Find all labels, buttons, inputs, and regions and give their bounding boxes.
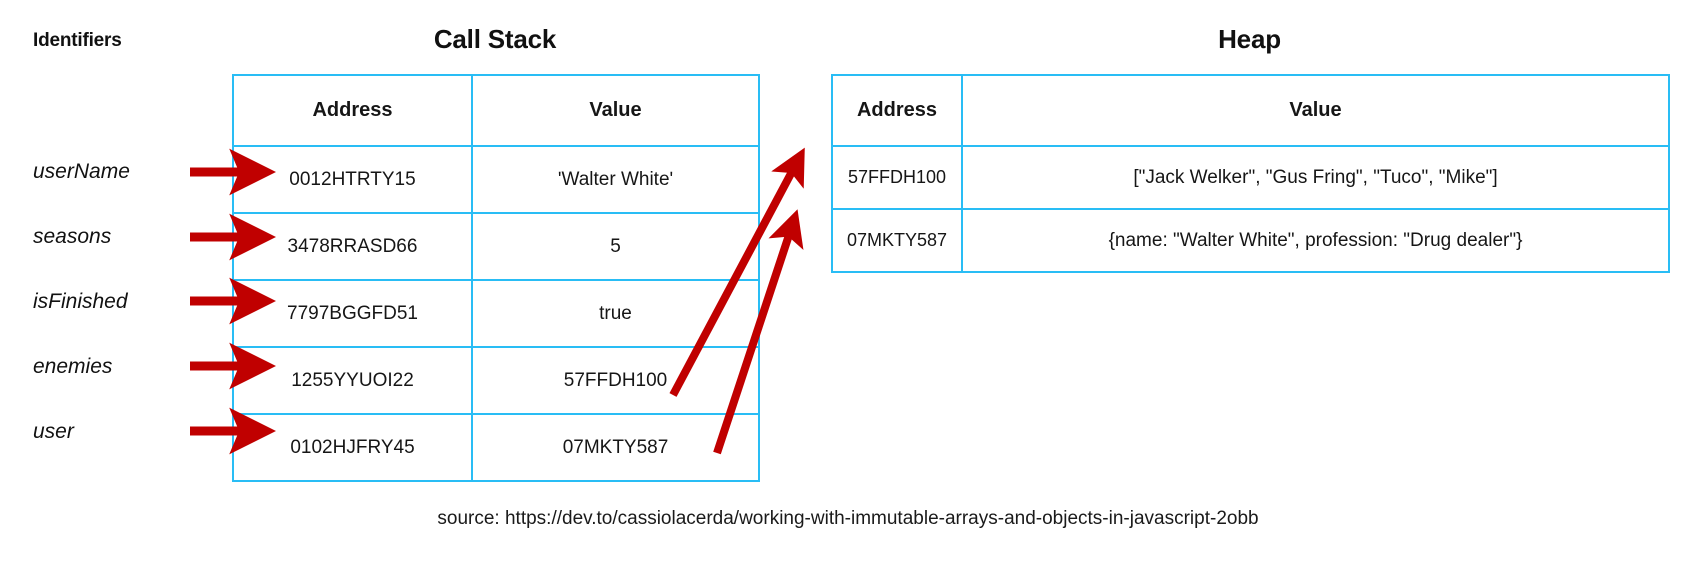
cell-address: 7797BGGFD51: [232, 279, 473, 348]
cell-address: 57FFDH100: [831, 145, 963, 210]
identifier-label-user: user: [33, 420, 74, 443]
table-row: 1255YYUOI22 57FFDH100: [232, 346, 760, 415]
table-header-row: Address Value: [831, 74, 1670, 147]
identifier-label-username: userName: [33, 160, 130, 183]
cell-value: {name: "Walter White", profession: "Drug…: [961, 208, 1670, 273]
identifier-label-seasons: seasons: [33, 225, 112, 248]
cell-address: 1255YYUOI22: [232, 346, 473, 415]
column-header-address: Address: [232, 74, 473, 147]
table-row: 07MKTY587 {name: "Walter White", profess…: [831, 208, 1670, 273]
cell-value: 57FFDH100: [471, 346, 760, 415]
identifier-label-enemies: enemies: [33, 355, 113, 378]
cell-address: 07MKTY587: [831, 208, 963, 273]
table-row: 0102HJFRY45 07MKTY587: [232, 413, 760, 482]
column-header-value: Value: [471, 74, 760, 147]
heap-heading: Heap: [1218, 24, 1281, 54]
cell-value: true: [471, 279, 760, 348]
cell-value: ʹWalter Whiteʹ: [471, 145, 760, 214]
table-header-row: Address Value: [232, 74, 760, 147]
cell-address: 0102HJFRY45: [232, 413, 473, 482]
table-row: 0012HTRTY15 ʹWalter Whiteʹ: [232, 145, 760, 214]
table-row: 3478RRASD66 5: [232, 212, 760, 281]
table-row: 7797BGGFD51 true: [232, 279, 760, 348]
cell-value: 07MKTY587: [471, 413, 760, 482]
call-stack-table: Address Value 0012HTRTY15 ʹWalter Whiteʹ…: [232, 74, 760, 482]
identifier-label-isfinished: isFinished: [33, 290, 128, 313]
column-header-value: Value: [961, 74, 1670, 147]
cell-value: 5: [471, 212, 760, 281]
source-caption: source: https://dev.to/cassiolacerda/wor…: [437, 508, 1259, 529]
column-header-address: Address: [831, 74, 963, 147]
cell-value: ["Jack Welker", "Gus Fring", "Tuco", "Mi…: [961, 145, 1670, 210]
call-stack-heading: Call Stack: [433, 24, 557, 54]
identifiers-heading: Identifiers: [33, 30, 122, 51]
cell-address: 3478RRASD66: [232, 212, 473, 281]
table-row: 57FFDH100 ["Jack Welker", "Gus Fring", "…: [831, 145, 1670, 210]
heap-table: Address Value 57FFDH100 ["Jack Welker", …: [831, 74, 1670, 273]
cell-address: 0012HTRTY15: [232, 145, 473, 214]
